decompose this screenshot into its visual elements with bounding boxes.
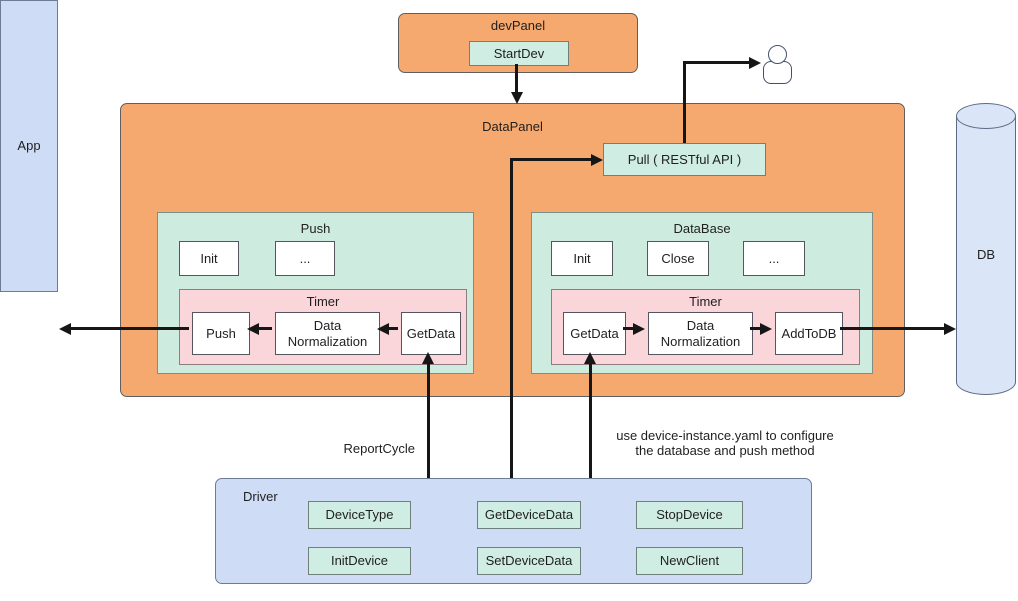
arrow-pull-user-vline [683, 62, 686, 143]
initdevice-label: InitDevice [330, 553, 389, 569]
arrow-startdev-datapanel-line [515, 64, 518, 93]
db-cylinder-top [956, 103, 1016, 129]
database-init-node: Init [551, 241, 613, 276]
devpanel-node: devPanel StartDev [398, 13, 638, 73]
arrow-driver-pushgetdata-head [422, 352, 434, 364]
database-normalize-label: Data Normalization [660, 318, 741, 349]
devpanel-title: devPanel [490, 18, 546, 33]
newclient-node: NewClient [636, 547, 743, 575]
db-cylinder-body [956, 116, 1016, 382]
database-more-node: ... [743, 241, 805, 276]
push-module: Push Init ... Timer Push Data Normalizat… [157, 212, 474, 374]
database-close-label: Close [661, 250, 695, 266]
arrow-pull-user-hline [683, 61, 750, 64]
arrow-driver-pull-hline [510, 158, 591, 161]
stopdevice-label: StopDevice [656, 507, 723, 523]
database-module-title: DataBase [673, 221, 731, 236]
arrow-push-app-line [70, 327, 189, 330]
push-getdata-node: GetData [401, 312, 461, 355]
newclient-label: NewClient [659, 553, 720, 569]
arrow-pushgetdata-norm-line [388, 327, 398, 330]
driver-node: Driver DeviceType GetDeviceData StopDevi… [215, 478, 812, 584]
database-getdata-node: GetData [563, 312, 626, 355]
push-timer-title: Timer [306, 294, 340, 309]
database-normalize-node: Data Normalization [648, 312, 753, 355]
arrow-dbgetdata-norm-line [623, 327, 634, 330]
arrow-driver-pushgetdata-line [427, 362, 430, 478]
database-addtodb-label: AddToDB [781, 325, 837, 341]
app-label: App [17, 138, 41, 154]
arrow-norm-addtodb-head [760, 323, 772, 335]
push-step-label: Push [206, 325, 236, 341]
setdevicedata-label: SetDeviceData [485, 553, 573, 569]
push-more-label: ... [299, 250, 311, 266]
push-init-label: Init [200, 250, 218, 266]
database-getdata-label: GetData [570, 325, 619, 341]
arrow-norm-push-line [258, 327, 272, 330]
arrow-addtodb-db-head [944, 323, 956, 335]
arrow-push-app-head [59, 323, 71, 335]
devicetype-label: DeviceType [325, 507, 394, 523]
initdevice-node: InitDevice [308, 547, 411, 575]
arrow-pull-user-head [749, 57, 761, 69]
arrow-norm-push-head [247, 323, 259, 335]
database-module: DataBase Init Close ... Timer GetData Da… [531, 212, 873, 374]
setdevicedata-node: SetDeviceData [477, 547, 581, 575]
push-init-node: Init [179, 241, 239, 276]
push-getdata-label: GetData [406, 325, 456, 341]
arrow-dbgetdata-norm-head [633, 323, 645, 335]
arrow-addtodb-db-line [840, 327, 945, 330]
pull-api-node: Pull ( RESTful API ) [603, 143, 766, 176]
config-note-line1: use device-instance.yaml to configure [616, 428, 834, 443]
startdev-label: StartDev [493, 45, 545, 61]
user-icon-head [768, 45, 787, 64]
database-addtodb-node: AddToDB [775, 312, 843, 355]
push-timer: Timer Push Data Normalization GetData [179, 289, 467, 365]
push-more-node: ... [275, 241, 335, 276]
arrow-startdev-datapanel-head [511, 92, 523, 104]
arrow-driver-pull-vline [510, 159, 513, 478]
push-normalize-node: Data Normalization [275, 312, 380, 355]
pull-api-label: Pull ( RESTful API ) [627, 151, 742, 167]
stopdevice-node: StopDevice [636, 501, 743, 529]
arrow-driver-pull-head [591, 154, 603, 166]
user-icon-body [763, 61, 792, 84]
database-more-label: ... [768, 250, 780, 266]
getdevicedata-label: GetDeviceData [484, 507, 574, 523]
driver-title: Driver [243, 489, 278, 504]
database-close-node: Close [647, 241, 709, 276]
devicetype-node: DeviceType [308, 501, 411, 529]
config-note: use device-instance.yaml to configure th… [595, 428, 855, 458]
app-node: App [0, 0, 58, 292]
arrow-driver-dbgetdata-head [584, 352, 596, 364]
database-timer-title: Timer [689, 294, 722, 309]
user-icon [760, 44, 796, 86]
push-normalize-label: Data Normalization [287, 318, 368, 349]
db-label: DB [976, 247, 996, 263]
startdev-node: StartDev [469, 41, 569, 66]
config-note-line2: the database and push method [635, 443, 815, 458]
database-timer: Timer GetData Data Normalization AddToDB [551, 289, 860, 365]
datapanel-title: DataPanel [482, 119, 543, 134]
arrow-pushgetdata-norm-head [377, 323, 389, 335]
arrow-driver-dbgetdata-line [589, 362, 592, 478]
push-module-title: Push [300, 221, 331, 236]
push-step-node: Push [192, 312, 250, 355]
arrow-norm-addtodb-line [750, 327, 761, 330]
database-init-label: Init [573, 250, 591, 266]
reportcycle-label: ReportCycle [343, 441, 415, 456]
getdevicedata-node: GetDeviceData [477, 501, 581, 529]
